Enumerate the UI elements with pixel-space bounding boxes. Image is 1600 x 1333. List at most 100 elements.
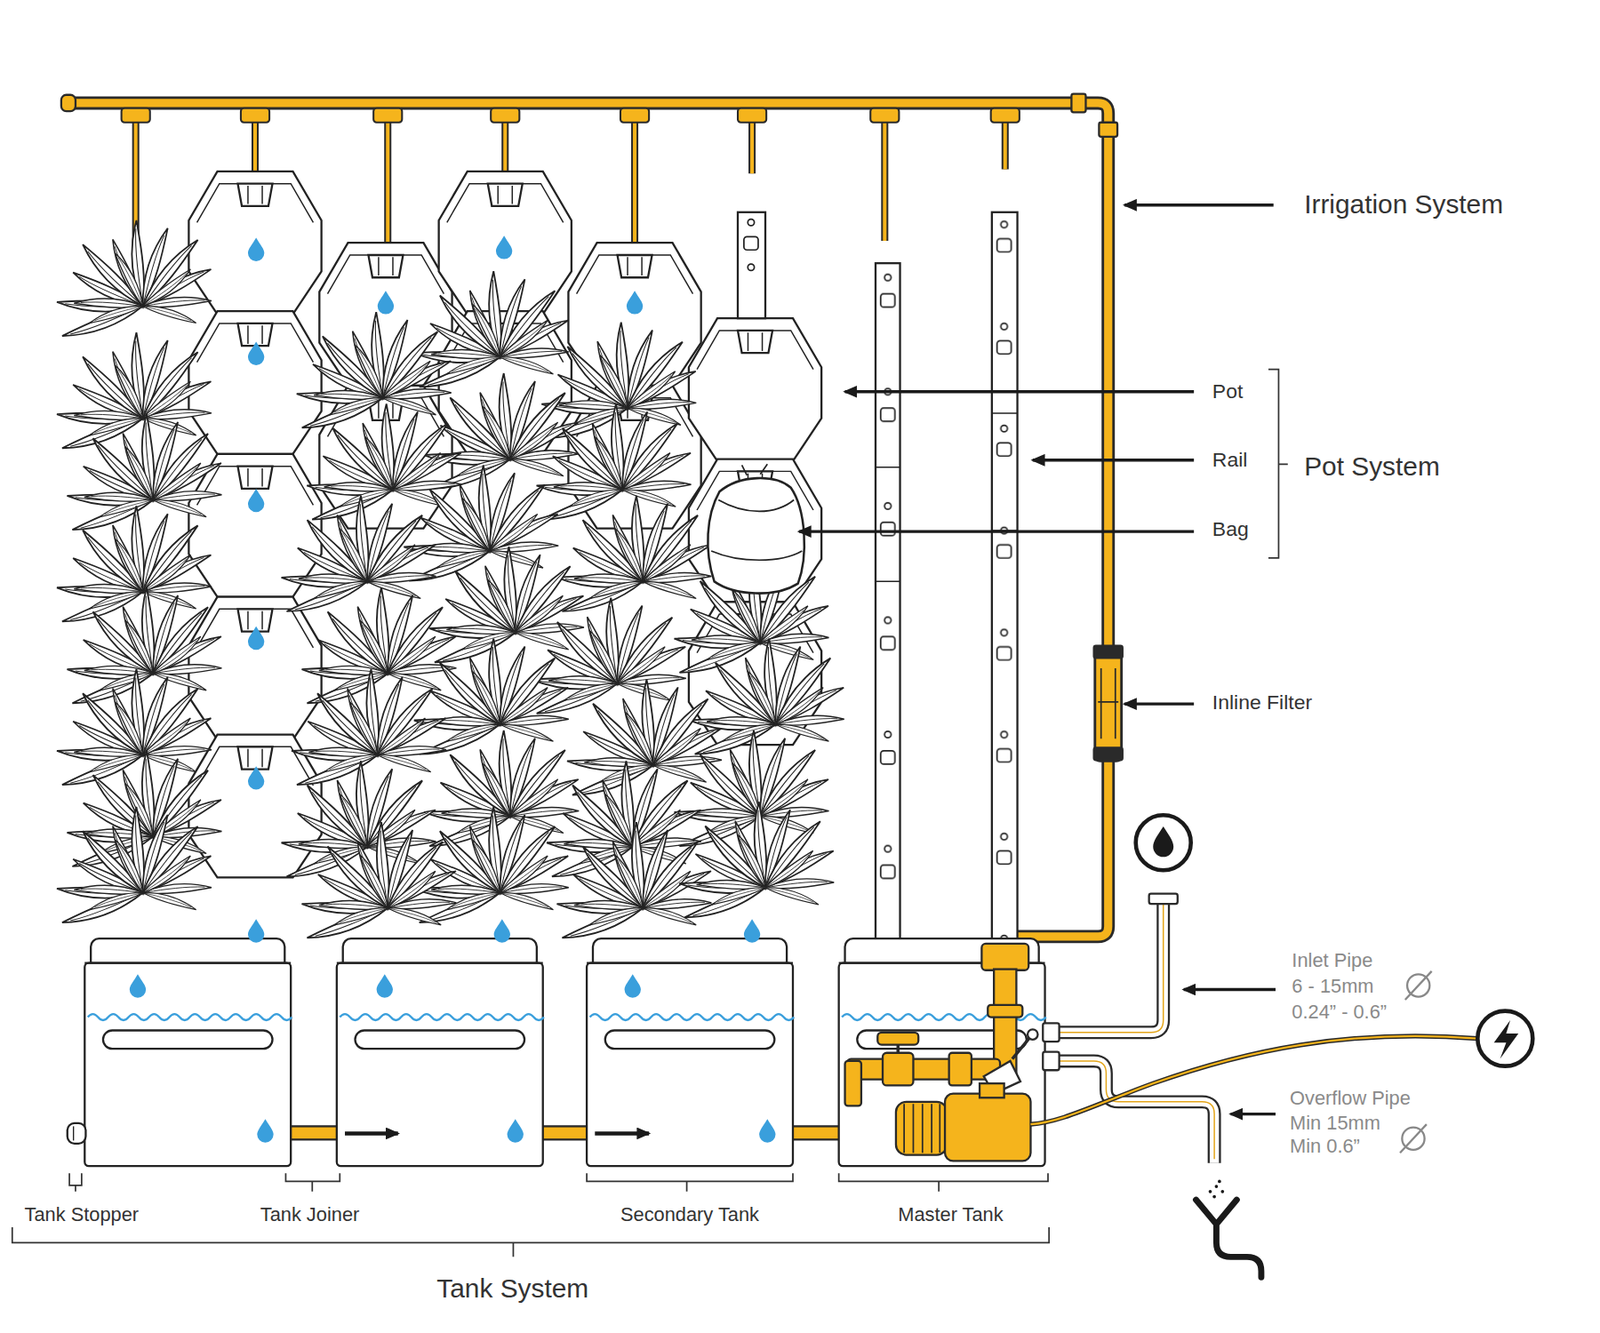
plant-foliage: [414, 271, 572, 391]
power-cable: [1030, 1036, 1478, 1125]
pipe-label: Inlet Pipe: [1291, 950, 1373, 973]
power-cable: [1030, 1036, 1478, 1125]
plant-foliage: [414, 639, 572, 759]
leader-arrow: [799, 205, 1276, 1115]
inlet-pipe: [1042, 894, 1178, 1042]
overflow-pipe: [1042, 1052, 1059, 1072]
label-heading: Irrigation System: [1304, 190, 1504, 221]
drain: [1195, 1180, 1261, 1279]
plant-foliage: [56, 505, 215, 625]
inline-filter: [1093, 645, 1124, 660]
bracket: [839, 1173, 1048, 1192]
drip-line: [240, 108, 270, 123]
plant-foliage: [557, 822, 715, 942]
plant-foliage: [67, 587, 225, 707]
bracket: [12, 369, 1288, 1258]
drip-line: [373, 108, 402, 123]
dimension-label: 0.24” - 0.6”: [1291, 1000, 1387, 1024]
tank-drop: [248, 919, 264, 943]
drip-line: [991, 108, 1020, 123]
part-label: Bag: [1212, 517, 1249, 541]
planting-bag: [707, 478, 804, 594]
plant-foliage: [424, 730, 582, 850]
tank: [336, 938, 544, 1167]
irrigation-pipe: [1098, 122, 1118, 137]
pump: [979, 1083, 1005, 1098]
inlet-pipe: [1149, 894, 1178, 904]
master-tank-plumbing: [1027, 1029, 1038, 1040]
pump: [944, 1094, 1031, 1162]
tank-drop: [129, 974, 146, 998]
bracket: [586, 1173, 793, 1192]
master-tank-plumbing: [845, 944, 1039, 1107]
rail: [875, 467, 901, 583]
rail: [992, 212, 1018, 1021]
tank-drop: [744, 919, 760, 943]
bracket: [285, 1173, 340, 1192]
overflow-pipe: [1042, 1052, 1215, 1164]
tank: [84, 938, 292, 1167]
plant-foliage: [56, 669, 215, 789]
irrigation-pipe: [69, 103, 1109, 1011]
drip-line: [737, 108, 767, 123]
pipe-label: Overflow Pipe: [1289, 1088, 1411, 1111]
drain: [1215, 1184, 1219, 1189]
rail: [992, 216, 1018, 1018]
part-label: Inline Filter: [1212, 690, 1312, 714]
drip-line: [620, 108, 649, 123]
bracket: [1268, 369, 1288, 559]
tank-drop: [129, 919, 776, 1143]
tank-drop: [494, 919, 511, 943]
dimension-label: Min 15mm: [1289, 1112, 1381, 1135]
plant-foliage: [56, 220, 215, 340]
master-tank-plumbing: [987, 1005, 1023, 1018]
plant-foliage: [567, 679, 725, 799]
power-icon: [1494, 1020, 1520, 1060]
dimension-label: Min 0.6”: [1289, 1136, 1360, 1159]
leader-arrow: [1124, 702, 1194, 705]
planting-bag: [707, 464, 804, 593]
drip-line: [490, 108, 520, 123]
power-icon: [1477, 1011, 1533, 1067]
rail: [737, 212, 766, 319]
water-drop: [248, 626, 264, 650]
drain: [1220, 1190, 1224, 1194]
leader-arrow: [1124, 203, 1274, 207]
tank: [839, 938, 1047, 1167]
plant-foliage: [541, 322, 699, 442]
plant-foliage: [281, 760, 440, 880]
water-drop: [626, 290, 643, 314]
inlet-pipe: [1055, 904, 1164, 1033]
bracket: [12, 1227, 1049, 1257]
pot-grid: [188, 454, 321, 598]
group-label: Tank System: [436, 1274, 589, 1305]
pump: [896, 1083, 1032, 1161]
rail: [875, 263, 901, 1021]
master-tank-plumbing: [896, 1045, 900, 1054]
water-icon: [1136, 815, 1192, 871]
irrigation-pipe: [61, 94, 1118, 1011]
part-label: Pot: [1212, 379, 1243, 403]
rail: [747, 264, 754, 271]
irrigation-pipe: [61, 95, 76, 112]
drain: [1212, 1195, 1216, 1200]
tank: [586, 938, 794, 1167]
leader-arrow: [799, 529, 1194, 533]
pump: [904, 1104, 940, 1153]
power-icon: [1477, 1011, 1533, 1067]
plant-foliage: [414, 807, 572, 927]
tank-drop: [256, 1119, 273, 1143]
water-drop: [496, 235, 512, 259]
inlet-pipe: [1050, 900, 1163, 1033]
plant-foliage: [56, 807, 215, 927]
group-label: Pot System: [1304, 452, 1440, 483]
tank-drop: [759, 1119, 776, 1143]
rail: [992, 413, 1018, 531]
diameter-symbol: [1400, 1124, 1427, 1153]
tank-joiner: [788, 1126, 844, 1140]
plant-foliage: [302, 587, 460, 707]
power-cable: [1030, 1036, 1478, 1125]
master-tank-plumbing: [877, 1032, 919, 1046]
part-label: Secondary Tank: [620, 1204, 760, 1227]
